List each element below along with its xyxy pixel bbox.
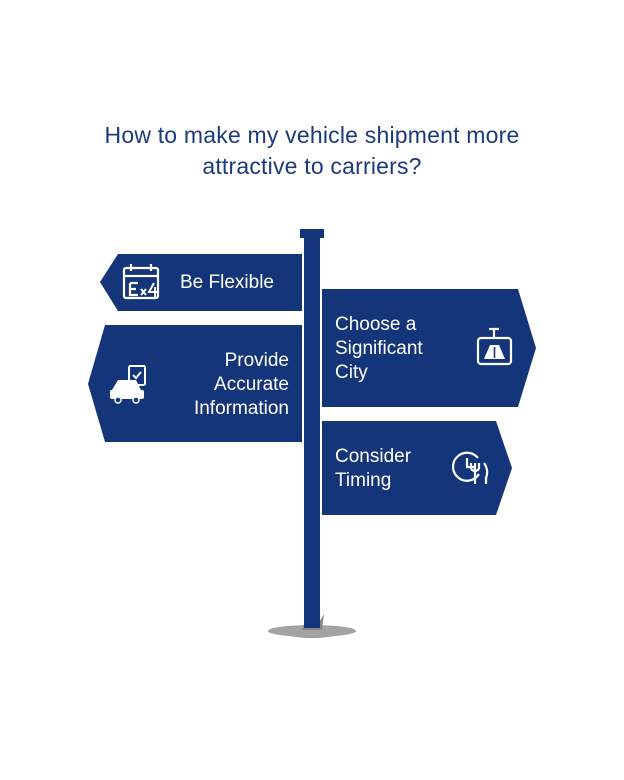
- sign-choose-city: [322, 289, 536, 407]
- sign-label-line: Information: [193, 398, 289, 419]
- sign-label-line: Consider: [335, 446, 412, 467]
- sign-label-line: City: [335, 362, 368, 383]
- calendar-x4-icon: [122, 264, 160, 300]
- clock-dining-icon: [451, 451, 489, 484]
- road-sign-icon: [476, 327, 513, 366]
- sign-label-line: Timing: [335, 470, 392, 491]
- sign-label-provide-info: Provide Accurate Information: [150, 349, 289, 421]
- sign-label-line: Choose a: [335, 314, 417, 335]
- title-line-1: How to make my vehicle shipment more: [104, 122, 520, 148]
- signpost-cap: [300, 229, 324, 238]
- page-title: How to make my vehicle shipment more att…: [0, 120, 624, 182]
- title-line-2: attractive to carriers?: [202, 153, 422, 179]
- sign-label-line: Accurate: [214, 374, 289, 395]
- sign-label-line: Be Flexible: [180, 272, 274, 293]
- sign-provide-info: [88, 325, 302, 442]
- sign-label-be-flexible: Be Flexible: [180, 271, 274, 295]
- car-checklist-icon: [110, 365, 146, 404]
- sign-label-line: Provide: [224, 350, 289, 371]
- sign-label-line: Significant: [335, 338, 423, 359]
- sign-label-choose-city: Choose a Significant City: [335, 313, 423, 385]
- sign-consider-timing: [322, 421, 512, 515]
- sign-label-consider-timing: Consider Timing: [335, 445, 411, 493]
- signpost-pole: [304, 238, 320, 628]
